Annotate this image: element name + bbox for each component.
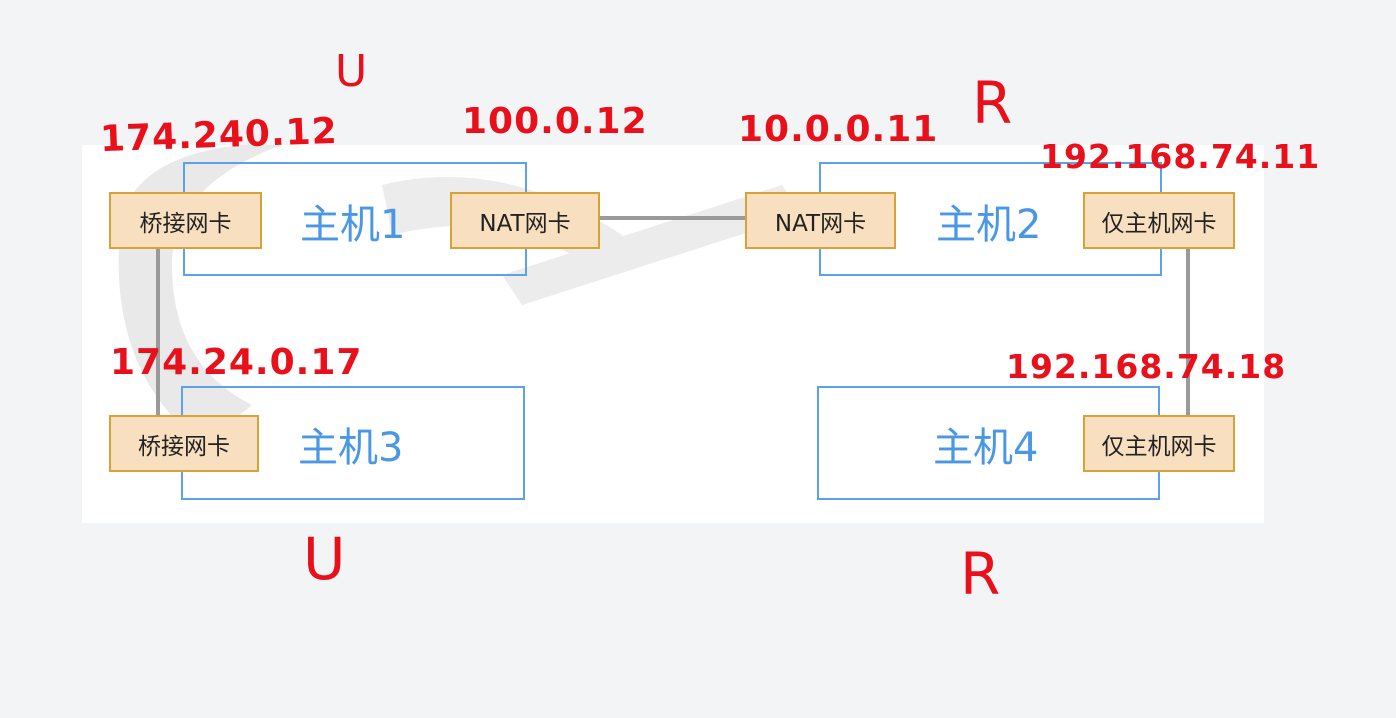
annotation-mark-host2: R (972, 69, 1013, 137)
annotation-ip-host3-bridge: 174.24.0.17 (110, 342, 363, 383)
annotation-ip-host2-hostonly: 192.168.74.11 (1040, 137, 1321, 176)
host3-bridge-nic: 桥接网卡 (109, 415, 259, 472)
annotation-ip-host1-bridge: 174.240.12 (99, 110, 339, 161)
host1-nat-nic: NAT网卡 (450, 192, 600, 249)
host4-label: 主机4 (933, 425, 1039, 471)
host2-nat-nic: NAT网卡 (745, 192, 896, 249)
host2-hostonly-nic: 仅主机网卡 (1083, 192, 1235, 249)
annotation-mark-host3: U (303, 525, 346, 593)
host2-label: 主机2 (936, 202, 1042, 248)
link-hostonly-host2-to-host4 (1186, 249, 1190, 417)
annotation-ip-host1-nat: 100.0.12 (462, 101, 648, 142)
annotation-mark-host4: R (960, 540, 1001, 608)
host3-label: 主机3 (298, 425, 404, 471)
annotation-mark-host1: U (335, 46, 368, 97)
host1-label: 主机1 (300, 202, 406, 248)
diagram-panel (82, 145, 1264, 523)
host4-hostonly-nic: 仅主机网卡 (1083, 415, 1235, 472)
annotation-ip-host2-nat: 10.0.0.11 (738, 109, 939, 150)
annotation-ip-host4-hostonly: 192.168.74.18 (1006, 347, 1287, 386)
link-host1-nat-to-host2-nat (599, 216, 747, 220)
host1-bridge-nic: 桥接网卡 (109, 192, 262, 249)
link-bridge-host1-to-host3 (156, 249, 160, 417)
